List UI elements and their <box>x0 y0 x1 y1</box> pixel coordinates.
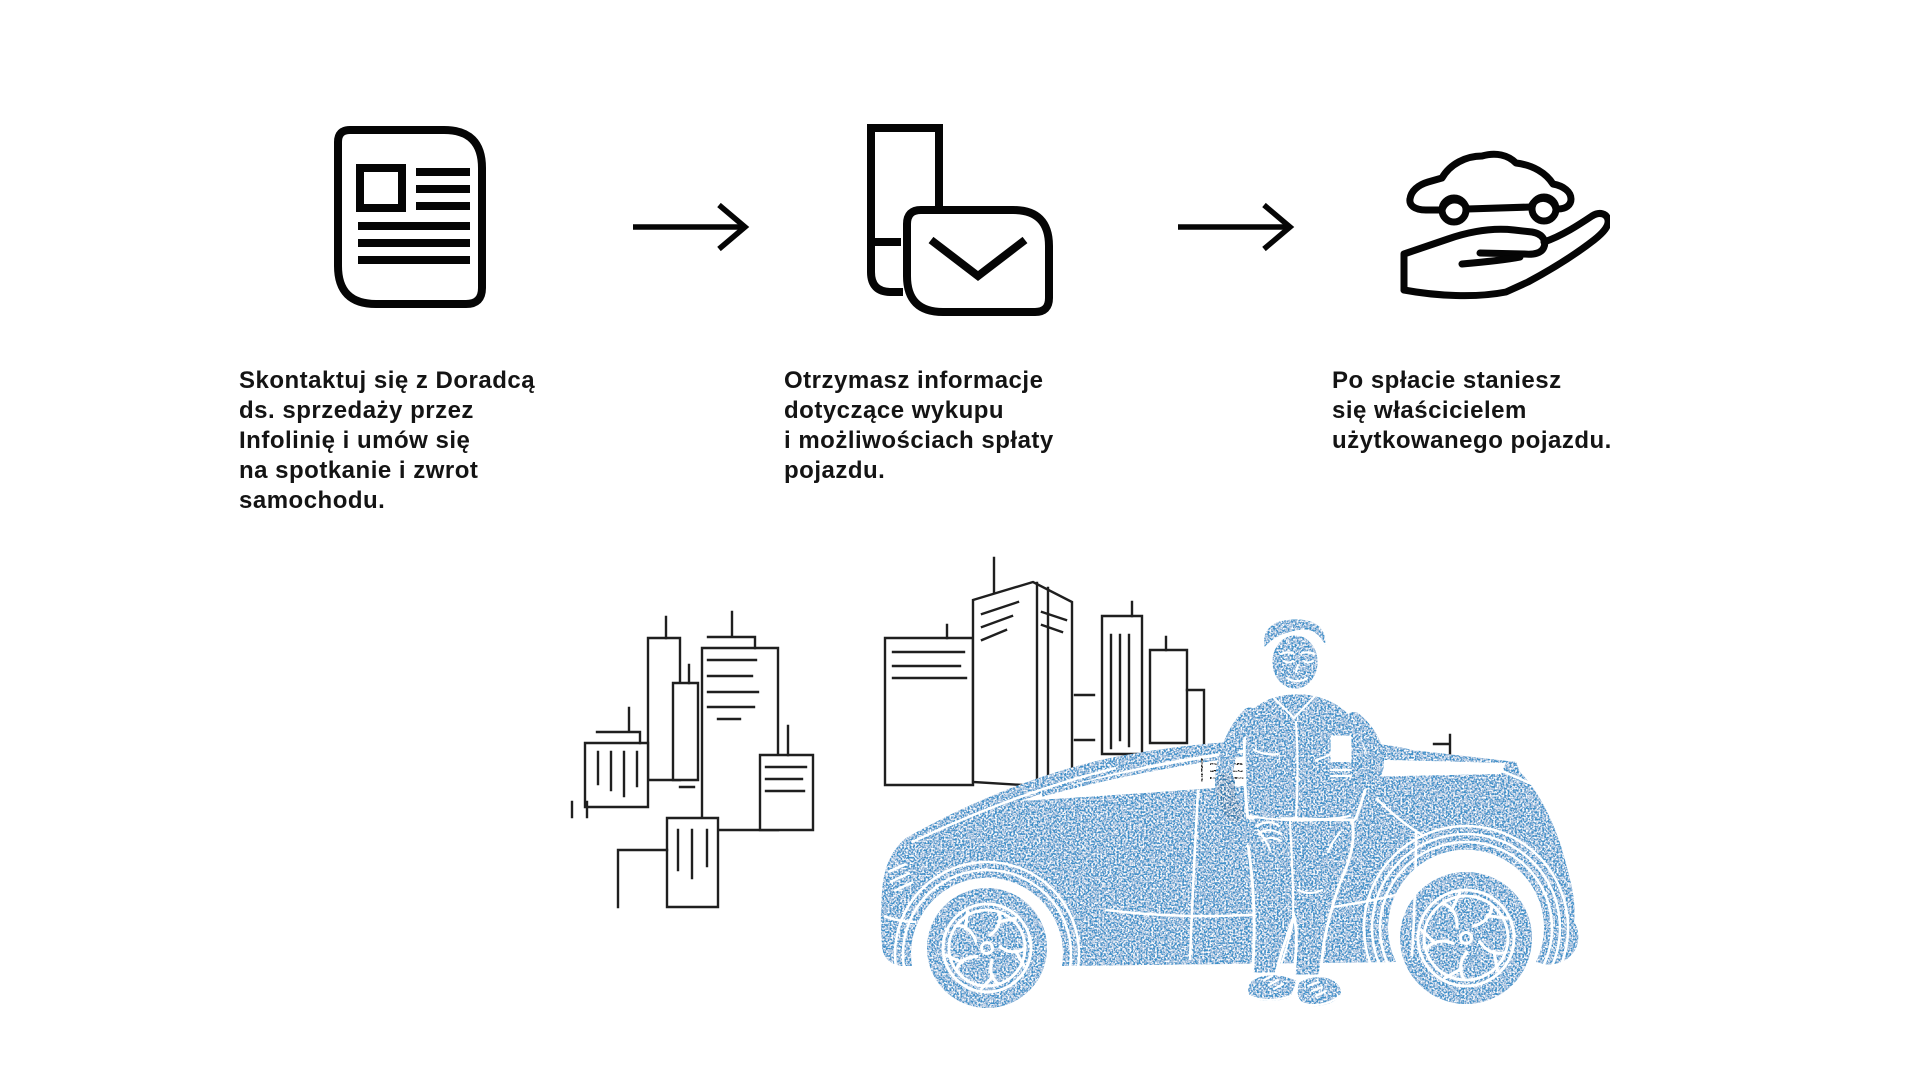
step-1-line: samochodu. <box>239 487 386 514</box>
step-2-line: pojazdu. <box>784 457 886 484</box>
document-icon <box>330 122 490 312</box>
step-2-line: Otrzymasz informacje <box>784 367 1044 394</box>
step-1-text: Skontaktuj się z Doradcą ds. sprzedaży p… <box>239 366 535 516</box>
man-figure <box>1215 616 1385 1010</box>
phone-mail-icon <box>863 122 1053 318</box>
step-1-line: na spotkanie i zwrot <box>239 457 479 484</box>
step-3-line: użytkowanego pojazdu. <box>1332 427 1612 454</box>
step-1-line: Infolinię i umów się <box>239 427 471 454</box>
step-2-line: i możliwościach spłaty <box>784 427 1054 454</box>
arrow-right-icon <box>1160 196 1310 258</box>
step-2-text: Otrzymasz informacje dotyczące wykupu i … <box>784 366 1054 486</box>
step-3-text: Po spłacie staniesz się właścicielem uży… <box>1332 366 1612 456</box>
step-2-line: dotyczące wykupu <box>784 397 1005 424</box>
step-1-line: ds. sprzedaży przez <box>239 397 474 424</box>
step-3-line: się właścicielem <box>1332 397 1527 424</box>
step-3-line: Po spłacie staniesz <box>1332 367 1562 394</box>
arrow-right-icon <box>615 196 765 258</box>
car-handover-icon <box>1396 150 1610 300</box>
man-leaning-on-car-city-skyline <box>550 530 1650 1050</box>
step-1-line: Skontaktuj się z Doradcą <box>239 367 536 394</box>
